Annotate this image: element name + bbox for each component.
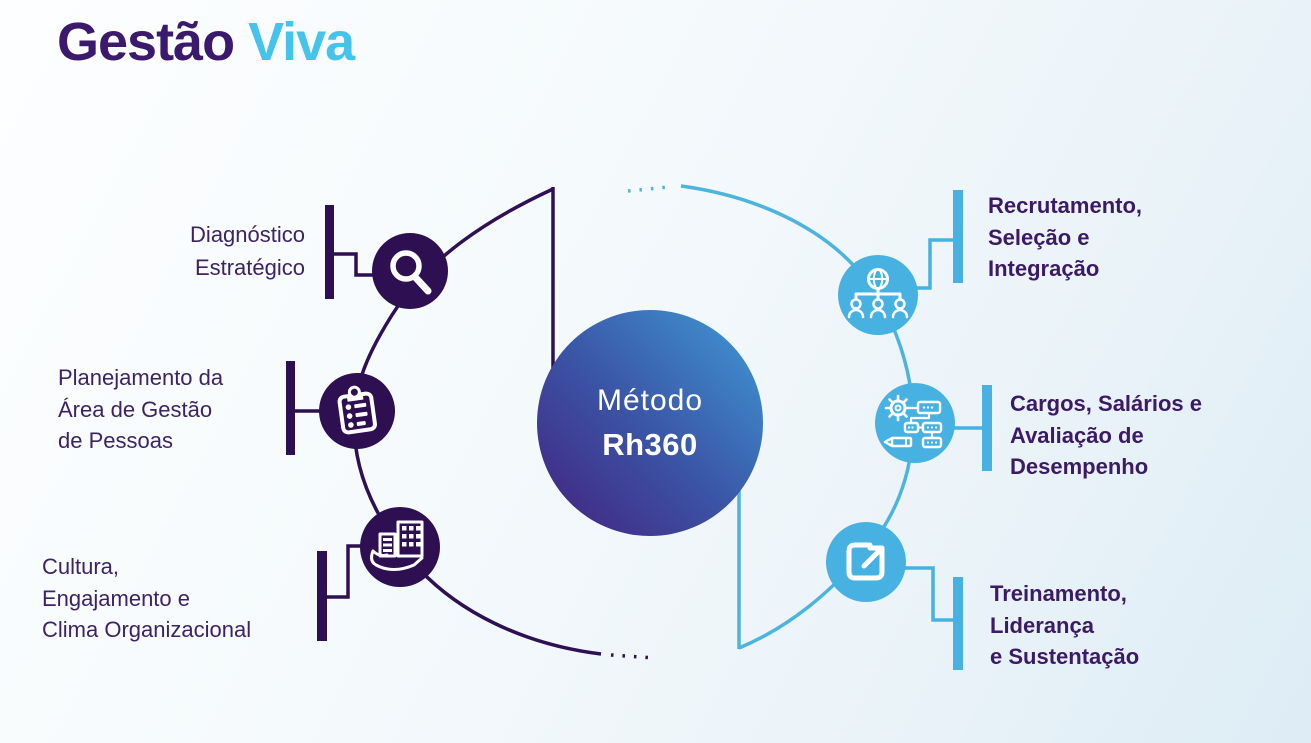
title-accent: Viva — [248, 12, 355, 72]
label-planejamento-gestao-pessoas: Planejamento da Área de Gestão de Pessoa… — [58, 365, 224, 453]
metodo-rh360-circle: Método Rh360 — [537, 310, 763, 536]
label-recrutamento-selecao-integracao: Recrutamento, Seleção e Integração — [988, 193, 1143, 281]
center-circle-line1: Método — [596, 383, 704, 417]
label-cultura-engajamento-clima: Cultura, Engajamento e Clima Organizacio… — [42, 554, 252, 642]
title-primary: Gestão — [57, 12, 249, 72]
page-title: Gestão Viva — [57, 10, 355, 74]
label-cargos-salarios-avaliacao: Cargos, Salários e Avaliação de Desempen… — [1010, 391, 1202, 479]
center-circle-line2: Rh360 — [602, 426, 698, 462]
label-diagnostico-estrategico: Diagnóstico Estratégico — [190, 222, 305, 280]
label-treinamento-lideranca-sustentacao: Treinamento, Liderança e Sustentação — [990, 581, 1140, 669]
